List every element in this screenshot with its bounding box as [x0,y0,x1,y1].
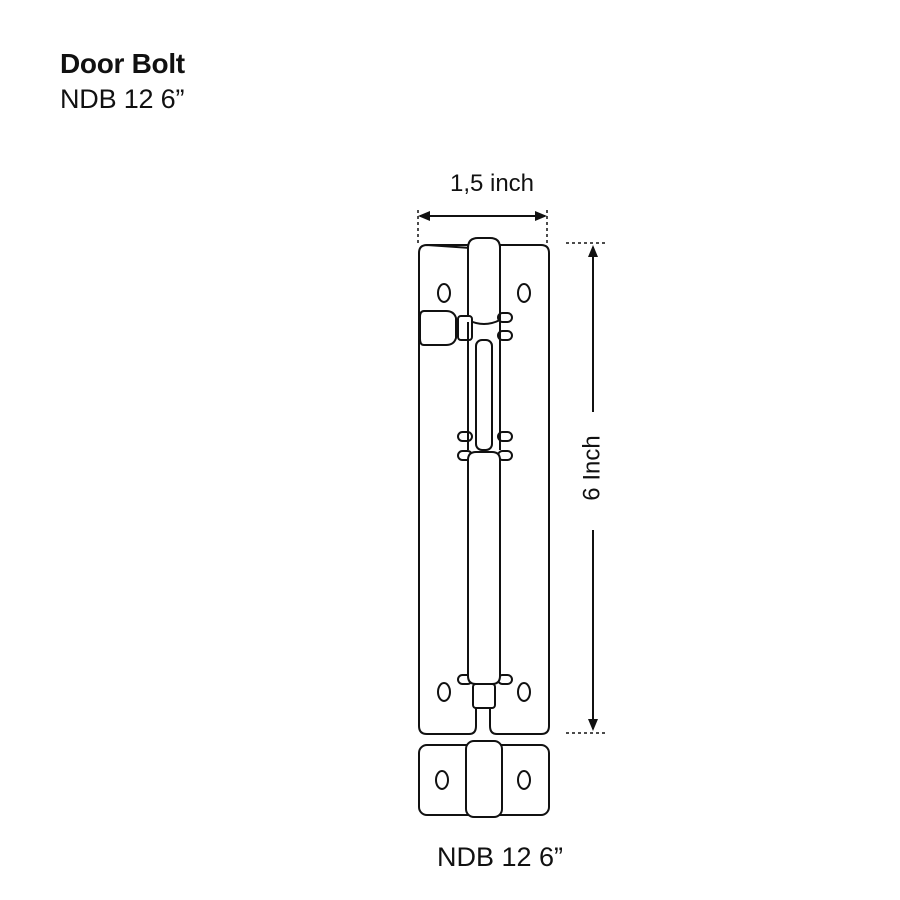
bolt-body [418,237,550,735]
strike-keeper [465,740,503,818]
height-dimension: 6 Inch [566,242,606,734]
strike-plate [418,740,550,818]
strike-screw-hole-left [435,770,449,790]
guide-tab-right-2 [497,330,513,341]
screw-hole-top-right [517,283,531,303]
screw-hole-bottom-left [437,682,451,702]
height-dimension-label: 6 Inch [579,435,606,500]
bolt-rod-slot [475,339,493,451]
bolt-sleeve [467,451,501,685]
guide-tab-right-3 [497,431,513,442]
screw-hole-top-left [437,283,451,303]
width-dimension-label: 1,5 inch [450,170,534,197]
product-title: Door Bolt [60,48,185,79]
bolt-head [467,237,501,325]
strike-screw-hole-right [517,770,531,790]
guide-tab-left-1 [457,431,473,442]
model-caption: NDB 12 6” [437,842,563,872]
width-dimension: 1,5 inch [417,170,548,243]
knob-collar [457,315,473,341]
slide-knob [419,310,457,346]
bolt-tip [472,683,496,709]
product-model: NDB 12 6” [60,84,185,114]
screw-hole-bottom-right [517,682,531,702]
guide-tab-right-1 [497,312,513,323]
